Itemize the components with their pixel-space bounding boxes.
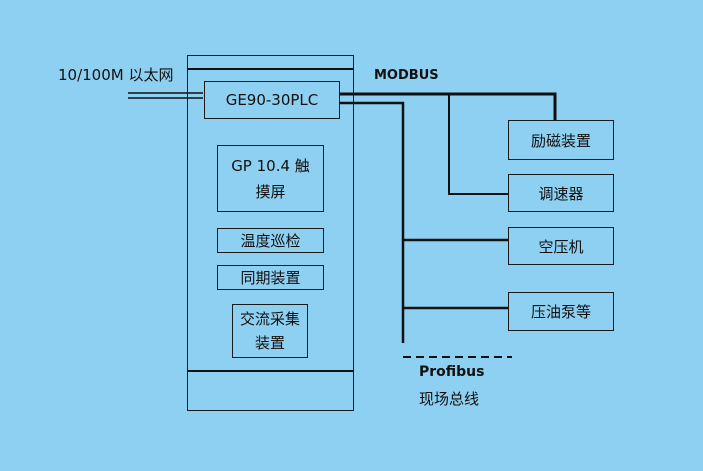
profibus-label: Profibus xyxy=(419,364,485,380)
excitation-box: 励磁装置 xyxy=(508,120,614,160)
excitation-label: 励磁装置 xyxy=(530,131,591,150)
temperature-box: 温度巡检 xyxy=(217,228,324,253)
ethernet-label: 10/100M 以太网 xyxy=(58,66,174,84)
air-compressor-box: 空压机 xyxy=(508,227,614,265)
governor-box: 调速器 xyxy=(508,174,614,212)
touchscreen-label: GP 10.4 触 摸屏 xyxy=(231,156,310,201)
sync-box: 同期装置 xyxy=(217,265,324,290)
oil-pump-box: 压油泵等 xyxy=(508,292,614,331)
plc-box: GE90-30PLC xyxy=(204,81,340,119)
oil-pump-label: 压油泵等 xyxy=(530,303,591,321)
fieldbus-label: 现场总线 xyxy=(419,390,480,408)
cabinet-bottom-divider xyxy=(187,370,354,372)
plc-label: GE90-30PLC xyxy=(225,91,319,109)
cabinet-top-divider xyxy=(187,68,354,70)
ac-collection-label: 交流采集 装置 xyxy=(239,310,300,352)
modbus-label: MODBUS xyxy=(374,68,439,83)
touchscreen-box: GP 10.4 触 摸屏 xyxy=(217,145,324,212)
plc-cabinet xyxy=(187,55,354,411)
temperature-label: 温度巡检 xyxy=(240,232,301,250)
ac-collection-box: 交流采集 装置 xyxy=(232,304,308,358)
governor-label: 调速器 xyxy=(538,184,584,203)
air-compressor-label: 空压机 xyxy=(538,237,584,256)
sync-label: 同期装置 xyxy=(240,269,301,287)
